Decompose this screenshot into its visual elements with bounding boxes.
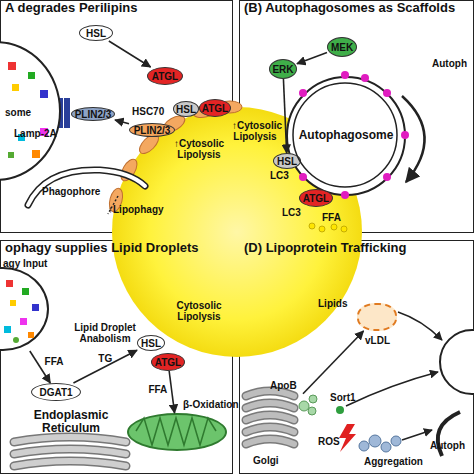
annotation-label: Autoph xyxy=(430,440,465,451)
annotation-label: Lipids xyxy=(318,298,347,309)
annotation-label: Lipid Droplet Anabolism xyxy=(72,322,138,344)
connector-arrow xyxy=(73,350,137,383)
node-label: ERK xyxy=(272,64,293,75)
node-label: Golgi xyxy=(253,455,279,466)
aggregates xyxy=(359,435,401,452)
node-label: HSL xyxy=(141,338,161,349)
er-stacks xyxy=(14,437,126,466)
sort1-arrow xyxy=(346,372,438,406)
ros-bolt xyxy=(339,424,356,452)
panel: ophagy supplies Lipid Droplets agy InputD… xyxy=(0,240,233,474)
vldl-arrow xyxy=(398,312,442,340)
connector-arrow xyxy=(115,120,129,124)
lysosome-outline xyxy=(440,330,474,394)
perilipin-chain xyxy=(107,101,242,213)
sort1-dot xyxy=(336,406,344,414)
node-label: HSL xyxy=(277,156,297,167)
panel-title: (D) Lipoprotein Trafficking xyxy=(244,241,407,255)
enzyme-oval: HSL xyxy=(79,25,113,41)
edge-label: FFA xyxy=(148,384,167,395)
annotation-label: ↑Cytosolic Lipolysis xyxy=(170,138,228,160)
perilipin-oval: PLIN2/3 xyxy=(71,107,115,121)
annotation-label: ↑Cytosolic Lipolysis xyxy=(232,120,278,142)
golgi-stacks xyxy=(246,391,294,444)
annotation-label: ApoB xyxy=(270,380,297,391)
node-label: Autophagosome xyxy=(299,129,394,142)
connector-arrow xyxy=(297,53,327,64)
node-label: ATGL xyxy=(152,71,178,82)
panel: (B) Autophagosomes as ScaffoldsAutophago… xyxy=(239,0,474,233)
node-label: MEK xyxy=(331,42,353,53)
annotation-label: ROS xyxy=(318,436,340,447)
annotation-label: LC3 xyxy=(270,170,289,181)
annotation-label: FFA xyxy=(322,212,341,223)
node-label: ATGL xyxy=(202,103,228,114)
perilipin-oval: PLIN2/3 xyxy=(129,123,175,137)
node-label: ATGL xyxy=(155,357,181,368)
enzyme-oval: HSL xyxy=(137,335,165,351)
node-label: ATGL xyxy=(303,193,329,204)
panel: (D) Lipoprotein TraffickingGolgi vLDL xyxy=(239,240,474,474)
autophagosome-circle: Autophagosome xyxy=(286,76,406,196)
phagophore xyxy=(28,170,145,205)
node-label: agy Input xyxy=(3,258,47,269)
annotation-label: Lamp-2A xyxy=(14,128,57,139)
node-label: PLIN2/3 xyxy=(134,125,171,136)
ffa-dots xyxy=(309,223,347,232)
enzyme-oval: ATGL xyxy=(299,189,333,207)
kinase-oval: MEK xyxy=(327,37,357,57)
edge-label: FFA xyxy=(45,356,64,367)
node-label: HSL xyxy=(176,104,196,115)
enzyme-oval: ATGL xyxy=(199,99,231,117)
node-label: Endoplasmic Reticulum xyxy=(25,409,117,435)
enzyme-oval: ATGL xyxy=(147,67,183,85)
annotation-label: Sort1 xyxy=(330,392,356,403)
apob-particles xyxy=(299,395,317,415)
enzyme-oval: DGAT1 xyxy=(31,383,81,401)
connector-arrow xyxy=(303,331,364,394)
panel-title: ophagy supplies Lipid Droplets xyxy=(5,241,199,255)
connector-arrow xyxy=(169,371,174,413)
mitochondrion: β-Oxidation xyxy=(127,413,227,451)
panel-title: (B) Autophagosomes as Scaffolds xyxy=(244,1,455,15)
annotation-label: Phagophore xyxy=(42,186,100,197)
panel-title: A degrades Perilipins xyxy=(5,1,137,15)
node-label: some xyxy=(5,107,31,118)
enzyme-oval: ATGL xyxy=(151,353,185,371)
annotation-label: Cytosolic Lipolysis xyxy=(170,300,228,322)
enzyme-oval: HSL xyxy=(173,101,199,117)
panel: A degrades PerilipinssomeHSLATGLPLIN2/3P… xyxy=(0,0,233,233)
kinase-oval: ERK xyxy=(269,59,297,79)
node-label: DGAT1 xyxy=(39,387,72,398)
lysosome-circle: some xyxy=(0,41,61,181)
node-label: vLDL xyxy=(365,335,390,346)
vldl-particle: vLDL xyxy=(357,303,397,331)
aggregate-arrow xyxy=(402,430,432,440)
node-label: β-Oxidation xyxy=(183,399,239,410)
node-label: HSL xyxy=(86,28,106,39)
connector-arrow xyxy=(109,41,151,67)
annotation-label: ↑Lipophagy xyxy=(108,204,164,215)
er-region: Endoplasmic Reticulum xyxy=(9,405,133,473)
edge-label: TG xyxy=(98,352,112,363)
enzyme-oval: HSL xyxy=(273,153,301,169)
lysosome-circle: agy Input xyxy=(0,267,49,351)
annotation-label: LC3 xyxy=(282,207,301,218)
annotation-label: Aggregation xyxy=(364,456,423,467)
annotation-label: Autoph xyxy=(432,58,467,69)
annotation-label: HSC70 xyxy=(132,106,164,117)
node-label: PLIN2/3 xyxy=(75,109,112,120)
golgi-region: Golgi xyxy=(239,385,303,469)
